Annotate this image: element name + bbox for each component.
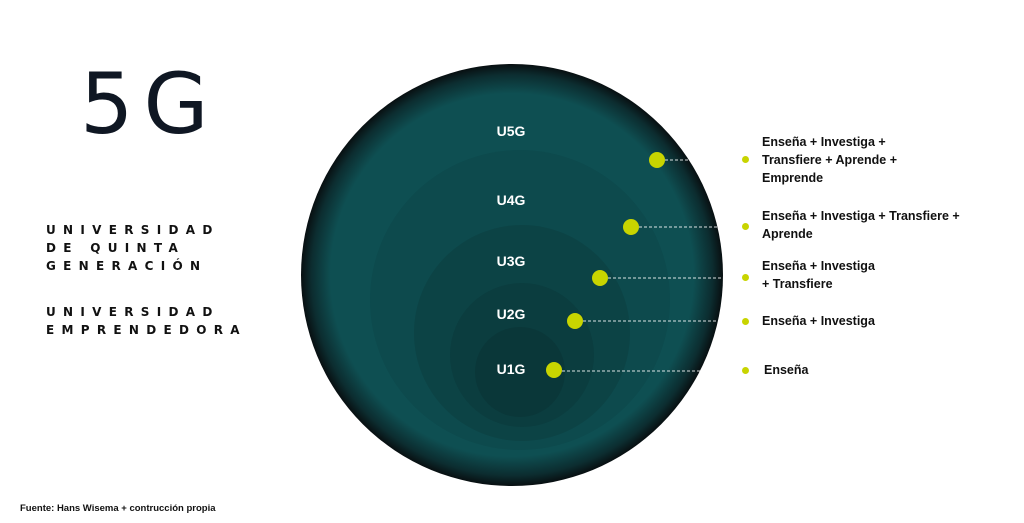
level-dot-u3g (592, 270, 608, 286)
legend-line: Enseña + Investiga + (762, 135, 886, 149)
legend-u5g: Enseña + Investiga + Transfiere + Aprend… (762, 133, 897, 187)
legend-bullet-icon (742, 156, 749, 163)
subtitle-line: GENERACIÓN (46, 259, 208, 273)
subtitle-line: UNIVERSIDAD (46, 305, 220, 319)
level-dot-u5g (649, 152, 665, 168)
legend-line: Enseña (764, 363, 809, 377)
subtitle-line: EMPRENDEDORA (46, 323, 247, 337)
legend-bullet-icon (742, 274, 749, 281)
legend-line: Transfiere + Aprende + (762, 153, 898, 167)
legend-line: Aprende (762, 227, 813, 241)
label-u5g: U5G (496, 123, 526, 139)
legend-line: Emprende (762, 171, 824, 185)
legend-bullet-icon (742, 223, 749, 230)
source-note: Fuente: Hans Wisema + contrucción propia (20, 503, 216, 514)
legend-line: Enseña + Investiga + Transfiere + (762, 209, 960, 223)
legend-line: + Transfiere (762, 277, 833, 291)
subtitle-quinta-generacion: UNIVERSIDAD DE QUINTA GENERACIÓN (46, 221, 220, 275)
title-5g: 5G (80, 55, 219, 153)
legend-bullet-icon (742, 367, 749, 374)
label-u4g: U4G (496, 192, 526, 208)
subtitle-emprendedora: UNIVERSIDAD EMPRENDEDORA (46, 303, 247, 339)
legend-u4g: Enseña + Investiga + Transfiere + Aprend… (762, 207, 960, 243)
subtitle-line: UNIVERSIDAD (46, 223, 220, 237)
circle-u1g (475, 327, 565, 417)
label-u3g: U3G (496, 253, 526, 269)
legend-bullet-icon (742, 318, 749, 325)
legend-u1g: Enseña (764, 361, 808, 379)
legend-u2g: Enseña + Investiga (762, 312, 875, 330)
legend-line: Enseña + Investiga (762, 314, 875, 328)
level-dot-u4g (623, 219, 639, 235)
level-dot-u1g (546, 362, 562, 378)
level-dot-u2g (567, 313, 583, 329)
subtitle-line: DE QUINTA (46, 241, 186, 255)
legend-line: Enseña + Investiga (762, 259, 875, 273)
label-u1g: U1G (496, 361, 526, 377)
legend-u3g: Enseña + Investiga + Transfiere (762, 257, 875, 293)
label-u2g: U2G (496, 306, 526, 322)
